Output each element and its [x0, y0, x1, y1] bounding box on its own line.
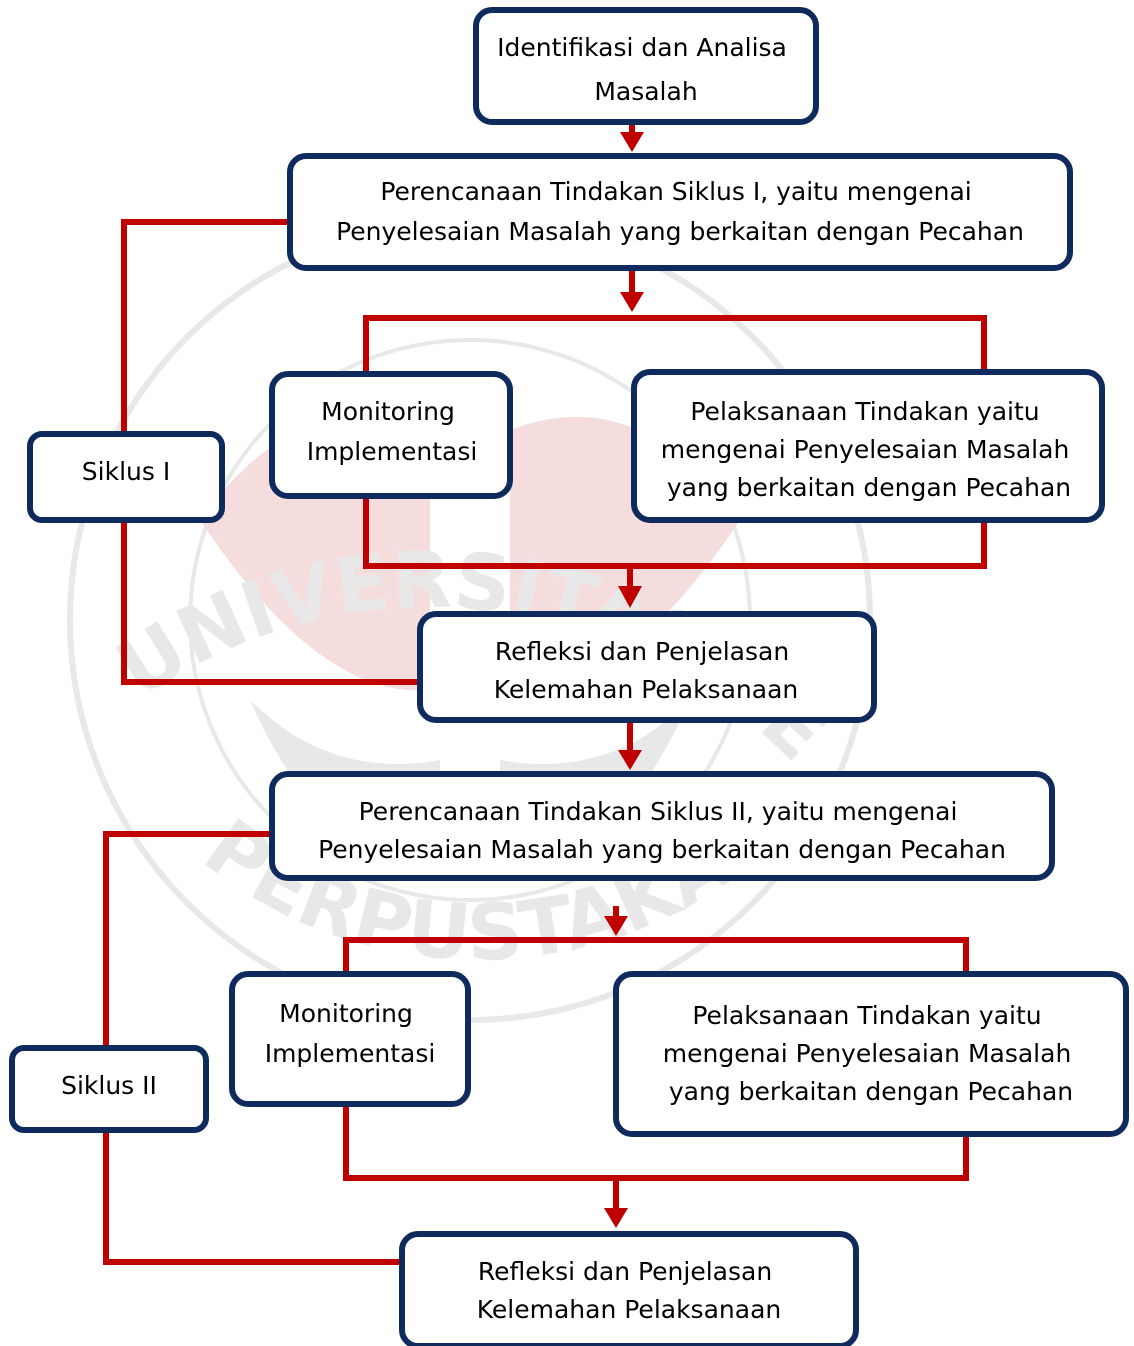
box-monitoring-1	[269, 371, 513, 499]
arrowhead-to-refleksi-1	[618, 586, 642, 608]
box-refleksi-2	[399, 1231, 859, 1346]
monitoring-1-label: Monitoring Implementasi	[307, 397, 478, 466]
pelaksanaan-2-label: Pelaksanaan Tindakan yaitu mengenai Peny…	[663, 1001, 1080, 1106]
box-siklus-2	[9, 1045, 209, 1133]
arrowhead-to-refleksi-2	[604, 1208, 628, 1228]
pelaksanaan-1-label: Pelaksanaan Tindakan yaitu mengenai Peny…	[661, 397, 1078, 502]
refleksi-2-label: Refleksi dan Penjelasan Kelemahan Pelaks…	[477, 1257, 781, 1324]
siklus-2-label: Siklus II	[61, 1071, 157, 1100]
nodes	[9, 7, 1129, 1346]
arrowhead-to-perencanaan-2	[618, 750, 642, 770]
box-identifikasi	[473, 7, 819, 125]
node-labels: Identifikasi dan Analisa Masalah Perenca…	[61, 33, 1080, 1324]
box-monitoring-2	[229, 971, 471, 1107]
arrowhead-to-perencanaan-1	[620, 132, 644, 152]
box-perencanaan-1	[287, 153, 1073, 271]
perencanaan-1-label: Perencanaan Tindakan Siklus I, yaitu men…	[336, 177, 1024, 246]
arrowhead-to-split-1	[620, 292, 644, 312]
perencanaan-2-label: Perencanaan Tindakan Siklus II, yaitu me…	[318, 797, 1006, 864]
arrowheads	[604, 132, 644, 1228]
box-siklus-1	[27, 431, 225, 523]
siklus-1-label: Siklus I	[82, 457, 170, 486]
connector-merge-1	[363, 496, 987, 569]
connector-merge-2	[343, 1104, 969, 1181]
box-pelaksanaan-1	[631, 369, 1105, 523]
refleksi-1-label: Refleksi dan Penjelasan Kelemahan Pelaks…	[494, 637, 798, 704]
connector-split-2	[343, 937, 969, 974]
identifikasi-label: Identifikasi dan Analisa Masalah	[497, 33, 795, 106]
connector-split-1	[363, 315, 987, 374]
arrowhead-to-split-2	[604, 916, 628, 936]
box-pelaksanaan-2	[613, 971, 1129, 1137]
box-perencanaan-2	[269, 771, 1055, 881]
monitoring-2-label: Monitoring Implementasi	[265, 999, 436, 1068]
box-refleksi-1	[417, 611, 877, 723]
